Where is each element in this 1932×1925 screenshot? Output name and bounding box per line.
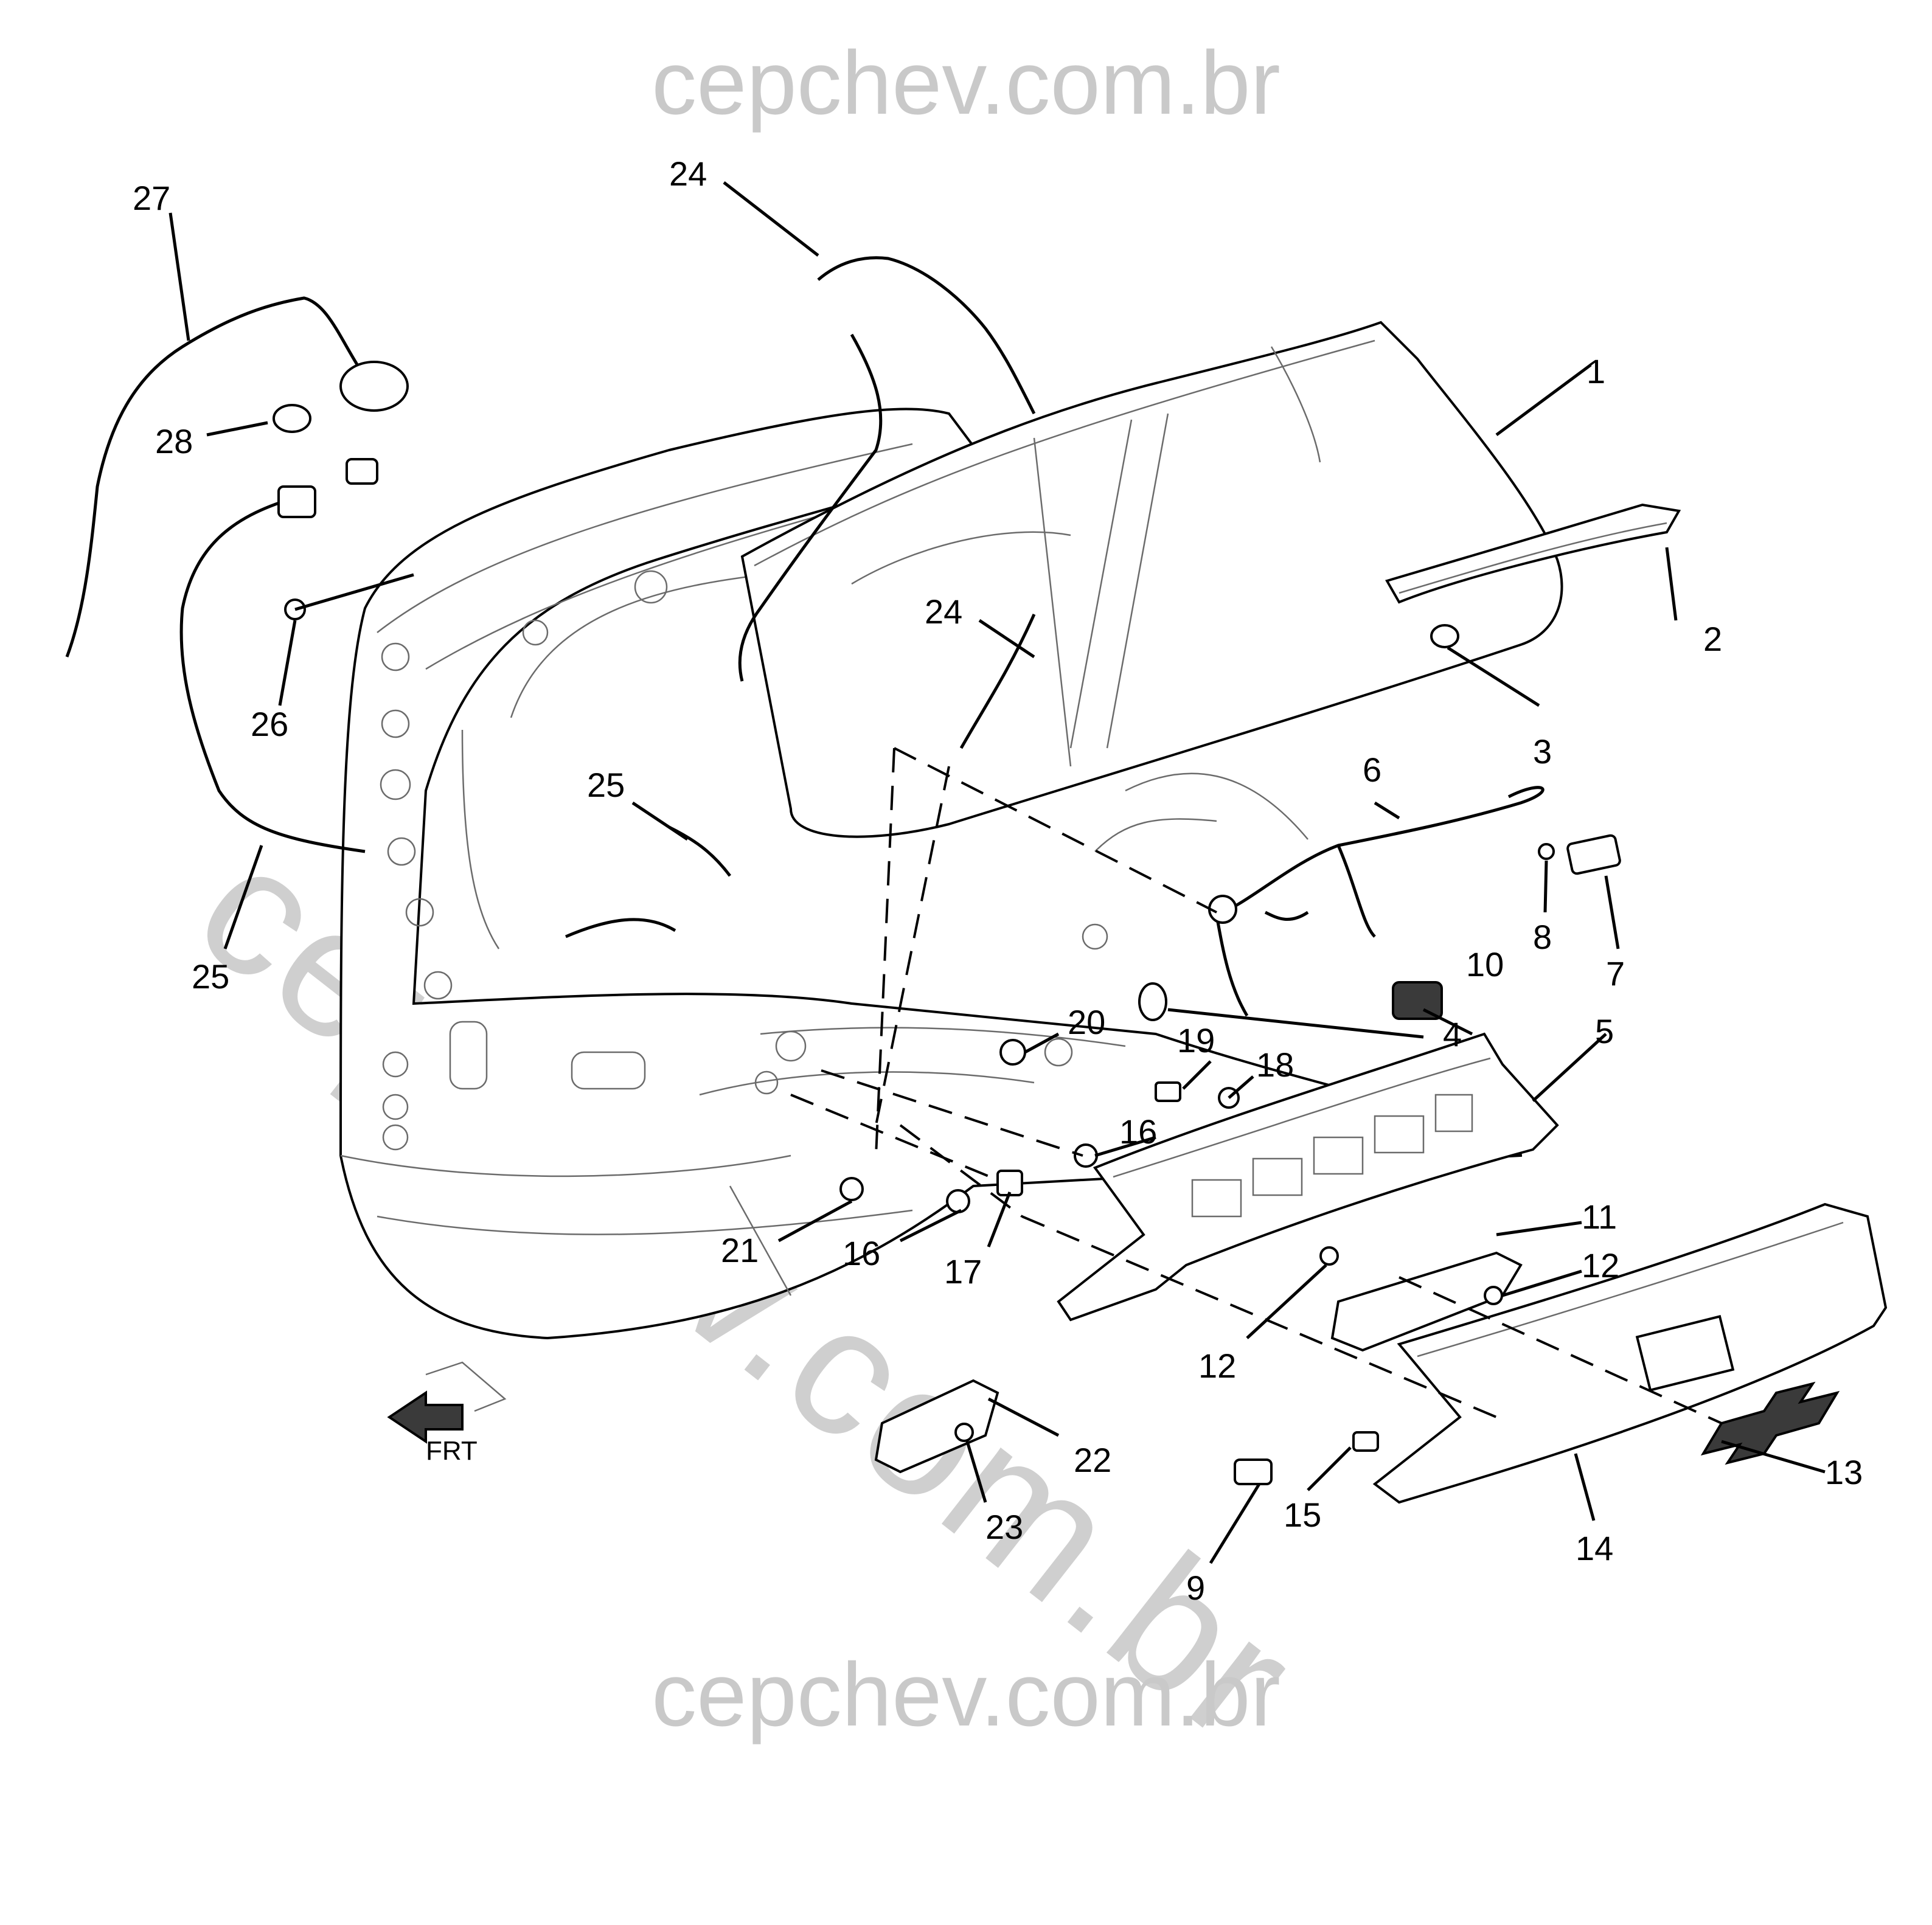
frt-orientation-mark: FRT bbox=[387, 1361, 507, 1466]
callout-2: 2 bbox=[1703, 620, 1722, 658]
part-17-clip bbox=[996, 1170, 1023, 1196]
callout-17: 17 bbox=[944, 1252, 982, 1291]
part-24-harness-inner bbox=[738, 333, 883, 682]
callout-16-lower: 16 bbox=[843, 1234, 880, 1272]
callout-15: 15 bbox=[1284, 1496, 1321, 1534]
part-25-connector bbox=[277, 485, 316, 518]
part-12-bolt-b bbox=[1484, 1286, 1503, 1305]
callout-21: 21 bbox=[721, 1231, 759, 1269]
frt-label: FRT bbox=[426, 1436, 478, 1466]
part-5-liftgate-bracket bbox=[1057, 1032, 1559, 1322]
callout-18: 18 bbox=[1256, 1046, 1294, 1084]
part-19-clip bbox=[1155, 1081, 1181, 1102]
callout-5: 5 bbox=[1595, 1012, 1614, 1050]
part-6-harness bbox=[1216, 786, 1545, 917]
part-3-grommet bbox=[1430, 624, 1459, 648]
callout-6: 6 bbox=[1363, 751, 1381, 789]
callout-11: 11 bbox=[1582, 1198, 1617, 1236]
part-23-bolt bbox=[954, 1423, 974, 1442]
part-10-switch bbox=[1392, 981, 1443, 1020]
callout-26: 26 bbox=[251, 705, 288, 743]
part-28-grommet bbox=[273, 404, 311, 433]
liftgate-exploded-diagram: FRT bbox=[65, 154, 1888, 1607]
part-9-connector bbox=[1234, 1458, 1273, 1485]
callout-9: 9 bbox=[1186, 1569, 1205, 1607]
callout-14: 14 bbox=[1576, 1529, 1613, 1567]
part-6-grommet bbox=[1208, 895, 1237, 924]
part-12-bolt-a bbox=[1319, 1246, 1339, 1266]
callout-4: 4 bbox=[1443, 1015, 1462, 1053]
callout-7: 7 bbox=[1606, 954, 1625, 993]
callout-12-right: 12 bbox=[1582, 1246, 1619, 1285]
callout-1: 1 bbox=[1586, 352, 1605, 390]
callout-25-left: 25 bbox=[192, 957, 229, 996]
callout-20: 20 bbox=[1068, 1003, 1105, 1041]
watermark-top: cepchev.com.br bbox=[652, 33, 1280, 133]
callout-28: 28 bbox=[155, 422, 193, 460]
part-13-emblem bbox=[1700, 1381, 1840, 1465]
callout-8: 8 bbox=[1533, 918, 1552, 956]
part-4-seal-ring bbox=[1138, 982, 1167, 1021]
part-27-harness bbox=[65, 296, 367, 657]
part-6-harness-branch bbox=[1215, 845, 1376, 1017]
callout-25-inner: 25 bbox=[587, 766, 625, 804]
part-22-latch bbox=[874, 1379, 999, 1474]
callout-13: 13 bbox=[1825, 1453, 1863, 1491]
part-20-plug bbox=[999, 1039, 1026, 1066]
part-24-harness-lower bbox=[959, 613, 1036, 749]
callout-16-upper: 16 bbox=[1119, 1112, 1157, 1151]
part-7-lamp bbox=[1566, 834, 1621, 875]
callout-labels: 1 2 3 4 5 6 7 8 10 9 11 12 12 13 14 15 1… bbox=[133, 154, 1863, 1607]
callout-24-inner: 24 bbox=[925, 592, 962, 631]
callout-10: 10 bbox=[1466, 945, 1504, 983]
callout-12-center: 12 bbox=[1198, 1347, 1236, 1385]
part-15-connector bbox=[1352, 1431, 1379, 1452]
callout-27: 27 bbox=[133, 179, 170, 217]
part-21-nut bbox=[839, 1177, 864, 1201]
part-14-applique bbox=[1372, 1202, 1888, 1504]
assembly-dash-lines bbox=[790, 747, 1722, 1424]
part-24-harness-upper bbox=[817, 256, 1036, 415]
part-8-clip bbox=[1538, 843, 1555, 860]
callout-3: 3 bbox=[1533, 732, 1552, 771]
callout-19: 19 bbox=[1177, 1021, 1215, 1060]
callout-22: 22 bbox=[1074, 1441, 1111, 1479]
part-25-harness bbox=[179, 497, 366, 853]
leader-lines bbox=[169, 181, 1826, 1564]
part-25-connector-b bbox=[346, 458, 378, 485]
callout-23: 23 bbox=[985, 1508, 1023, 1546]
callout-24-upper: 24 bbox=[669, 154, 707, 193]
part-16-nut-b bbox=[946, 1189, 970, 1213]
part-25-harness-inner bbox=[565, 825, 731, 938]
watermark-bottom: cepchev.com.br bbox=[652, 1645, 1280, 1745]
part-2-spoiler bbox=[1385, 503, 1681, 604]
part-27-grommet bbox=[339, 361, 409, 412]
part-16-nut-a bbox=[1074, 1143, 1098, 1168]
